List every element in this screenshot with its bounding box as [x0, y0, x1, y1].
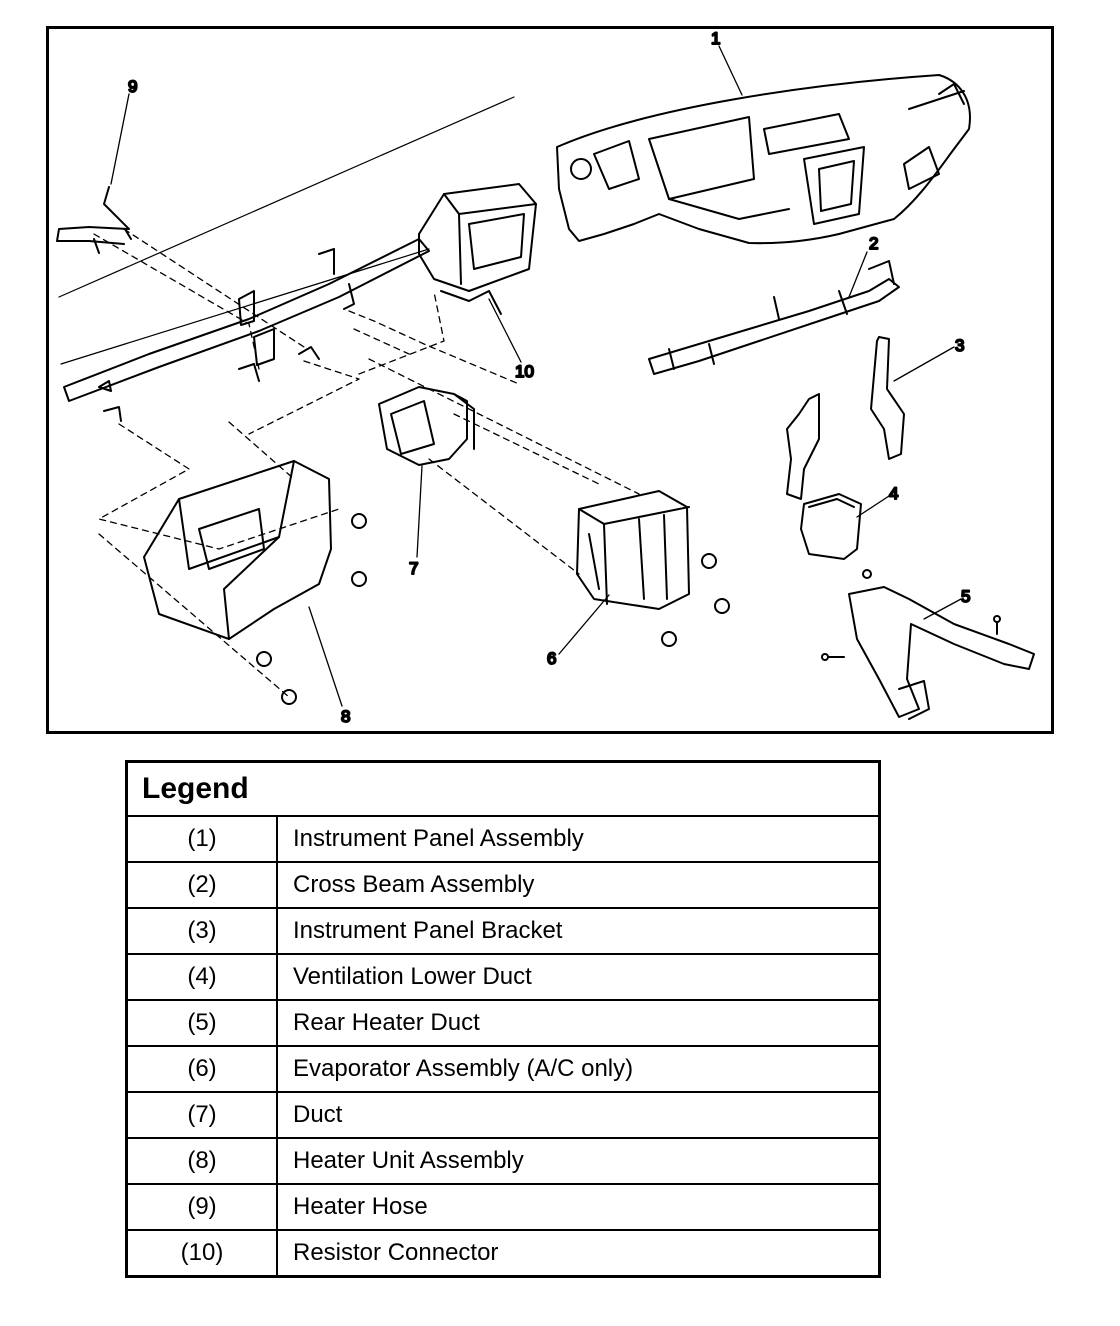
- legend-number: (1): [125, 815, 278, 863]
- legend-number: (8): [125, 1137, 278, 1185]
- legend-number: (2): [125, 861, 278, 909]
- legend-row: (8)Heater Unit Assembly: [125, 1137, 881, 1185]
- callout-leader-lines: [110, 45, 962, 707]
- rear-heater-duct: [821, 586, 1035, 720]
- heater-unit-assembly: [143, 460, 367, 705]
- legend-number: (5): [125, 999, 278, 1047]
- exploded-view-diagram: 1 2 3 4 5 6 7 8 9 10: [46, 26, 1054, 734]
- evaporator-assembly: [576, 490, 730, 647]
- legend-description: Cross Beam Assembly: [276, 861, 881, 909]
- legend-description: Rear Heater Duct: [276, 999, 881, 1047]
- callout-1: 1: [711, 29, 720, 48]
- legend-description: Heater Hose: [276, 1183, 881, 1231]
- callout-10: 10: [515, 362, 534, 381]
- legend-row: (7)Duct: [125, 1091, 881, 1139]
- legend-number: (9): [125, 1183, 278, 1231]
- callout-8: 8: [341, 707, 350, 726]
- legend-row: (2)Cross Beam Assembly: [125, 861, 881, 909]
- callout-7: 7: [409, 559, 418, 578]
- legend-title: Legend: [125, 760, 881, 817]
- ventilation-lower-duct: [800, 493, 872, 579]
- heater-hose: [56, 186, 132, 254]
- legend-header-row: Legend: [125, 760, 881, 817]
- callout-2: 2: [869, 234, 878, 253]
- legend-row: (1)Instrument Panel Assembly: [125, 815, 881, 863]
- blower-with-resistor-connector: [418, 183, 537, 315]
- duct: [378, 386, 475, 466]
- legend-row: (6)Evaporator Assembly (A/C only): [125, 1045, 881, 1093]
- legend-row: (4)Ventilation Lower Duct: [125, 953, 881, 1001]
- legend-description: Duct: [276, 1091, 881, 1139]
- legend-row: (3)Instrument Panel Bracket: [125, 907, 881, 955]
- instrument-panel-bracket: [786, 336, 905, 500]
- legend-table: Legend (1)Instrument Panel Assembly (2)C…: [125, 760, 881, 1278]
- cross-beam-assembly: [648, 260, 900, 375]
- callout-3: 3: [955, 336, 964, 355]
- legend-description: Instrument Panel Bracket: [276, 907, 881, 955]
- callout-6: 6: [547, 649, 556, 668]
- legend-description: Resistor Connector: [276, 1229, 881, 1278]
- legend-description: Heater Unit Assembly: [276, 1137, 881, 1185]
- assembly-guide-lines: [93, 228, 640, 698]
- legend-description: Evaporator Assembly (A/C only): [276, 1045, 881, 1093]
- legend-row: (10)Resistor Connector: [125, 1229, 881, 1278]
- legend-row: (5)Rear Heater Duct: [125, 999, 881, 1047]
- legend-number: (4): [125, 953, 278, 1001]
- legend-row: (9)Heater Hose: [125, 1183, 881, 1231]
- legend-number: (6): [125, 1045, 278, 1093]
- legend-number: (3): [125, 907, 278, 955]
- legend-number: (7): [125, 1091, 278, 1139]
- callout-5: 5: [961, 587, 970, 606]
- legend-description: Ventilation Lower Duct: [276, 953, 881, 1001]
- callout-9: 9: [128, 77, 137, 96]
- legend-number: (10): [125, 1229, 278, 1278]
- instrument-panel-assembly: [556, 74, 971, 245]
- callout-4: 4: [889, 484, 898, 503]
- diagram-drawing: 1 2 3 4 5 6 7 8 9 10: [56, 29, 1035, 727]
- legend-description: Instrument Panel Assembly: [276, 815, 881, 863]
